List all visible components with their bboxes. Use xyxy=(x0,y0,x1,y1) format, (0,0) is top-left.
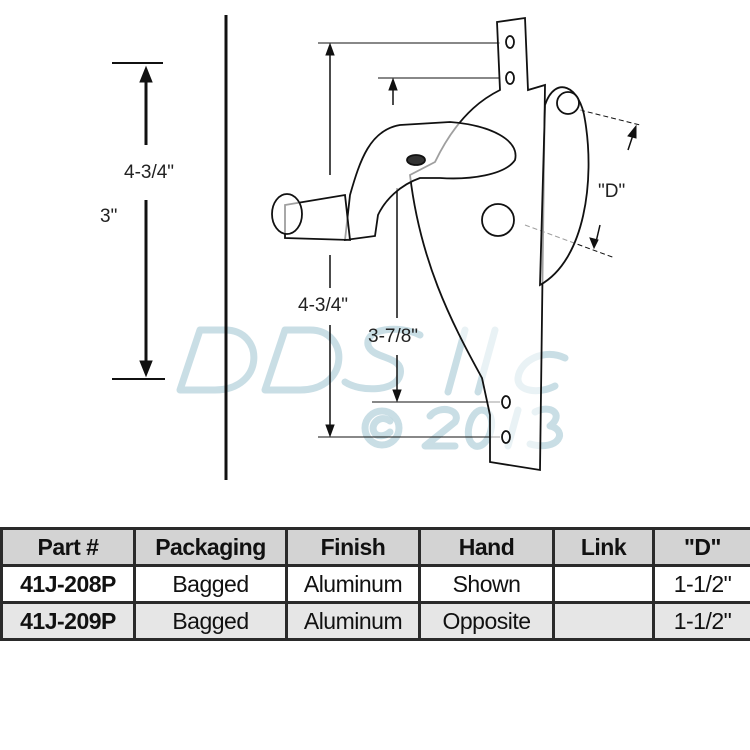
cell-link xyxy=(552,601,655,641)
header-part: Part # xyxy=(0,527,136,567)
header-finish: Finish xyxy=(285,527,421,567)
header-link: Link xyxy=(552,527,655,567)
cell-part: 41J-208P xyxy=(0,564,136,604)
cell-hand: Shown xyxy=(418,564,555,604)
d-label: "D" xyxy=(598,181,625,202)
operator-part xyxy=(271,16,590,472)
header-hand: Hand xyxy=(418,527,555,567)
inner-dimensions xyxy=(318,42,641,438)
inner-height-label: 4-3/4" xyxy=(298,295,348,316)
left-partial-label: 3" xyxy=(100,206,117,227)
table-header-row: Part # Packaging Finish Hand Link "D" xyxy=(0,527,750,567)
header-packaging: Packaging xyxy=(133,527,288,567)
header-d: "D" xyxy=(652,527,750,567)
cell-part: 41J-209P xyxy=(0,601,136,641)
cell-finish: Aluminum xyxy=(285,564,421,604)
left-height-label: 4-3/4" xyxy=(124,162,174,183)
parts-table: Part # Packaging Finish Hand Link "D" 41… xyxy=(0,527,750,641)
table-row: 41J-209P Bagged Aluminum Opposite 1-1/2" xyxy=(0,601,750,641)
cell-d: 1-1/2" xyxy=(652,564,750,604)
cell-packaging: Bagged xyxy=(133,564,288,604)
cell-packaging: Bagged xyxy=(133,601,288,641)
operator-diagram: 4-3/4" 3" 4-3/4" 3-7/8" "D" xyxy=(100,15,641,480)
cell-link xyxy=(552,564,655,604)
hole-spacing-label: 3-7/8" xyxy=(368,326,418,347)
cell-finish: Aluminum xyxy=(285,601,421,641)
table-row: 41J-208P Bagged Aluminum Shown 1-1/2" xyxy=(0,564,750,604)
left-dimension xyxy=(112,62,165,380)
cell-hand: Opposite xyxy=(418,601,555,641)
cell-d: 1-1/2" xyxy=(652,601,750,641)
